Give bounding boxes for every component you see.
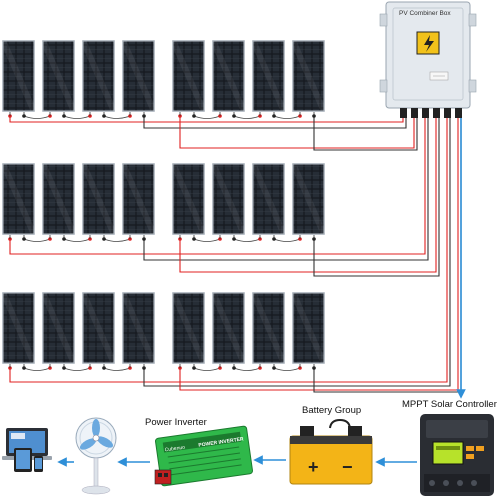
solar-panel xyxy=(40,163,77,241)
laptop-tablet-phone-icon xyxy=(2,428,52,472)
solar-panel xyxy=(170,292,207,370)
solar-panel xyxy=(210,40,247,118)
power-inverter-label: Power Inverter xyxy=(145,417,207,428)
negative-home-run xyxy=(313,118,440,277)
mppt-controller-label: MPPT Solar Controller xyxy=(402,399,497,410)
solar-panel xyxy=(80,163,117,241)
solar-panel xyxy=(0,163,37,241)
positive-home-run xyxy=(9,116,404,123)
cable-glands xyxy=(400,108,462,118)
battery-group-label: Battery Group xyxy=(302,405,362,416)
solar-panel xyxy=(120,292,157,370)
solar-panel xyxy=(0,292,37,370)
negative-home-run xyxy=(143,118,429,261)
solar-panel xyxy=(120,163,157,241)
solar-panel xyxy=(250,163,287,241)
solar-panel xyxy=(170,163,207,241)
solar-panel xyxy=(40,40,77,118)
high-voltage-warning-icon xyxy=(416,31,440,55)
solar-panel xyxy=(250,292,287,370)
battery-icon: + − xyxy=(289,418,373,485)
charge-controller-icon xyxy=(420,414,494,496)
combiner-box-title: PV Combiner Box xyxy=(399,10,451,17)
pv-combiner-box xyxy=(379,1,477,118)
solar-panel xyxy=(290,40,327,118)
battery-minus-sign: − xyxy=(342,457,353,477)
inverter-brand: Cubenuo xyxy=(164,445,185,454)
wiring xyxy=(9,115,462,393)
solar-panel xyxy=(290,292,327,370)
power-inverter-icon: Cubenuo POWER INVERTER xyxy=(154,425,254,487)
positive-home-run xyxy=(9,118,426,255)
solar-panel xyxy=(290,163,327,241)
negative-home-run xyxy=(143,118,451,387)
desk-fan-icon xyxy=(75,417,117,495)
negative-home-run xyxy=(143,116,407,129)
positive-home-run xyxy=(179,118,437,273)
solar-panel xyxy=(170,40,207,118)
positive-home-run xyxy=(179,116,415,149)
battery-plus-sign: + xyxy=(308,457,319,477)
positive-home-run xyxy=(9,118,448,383)
solar-panel-array xyxy=(0,40,327,370)
solar-panel xyxy=(0,40,37,118)
solar-panel xyxy=(120,40,157,118)
negative-home-run xyxy=(313,116,418,151)
solar-panel xyxy=(210,163,247,241)
solar-panel xyxy=(40,292,77,370)
positive-home-run xyxy=(179,118,459,391)
solar-panel xyxy=(80,292,117,370)
solar-panel xyxy=(210,292,247,370)
solar-panel xyxy=(80,40,117,118)
solar-panel xyxy=(250,40,287,118)
